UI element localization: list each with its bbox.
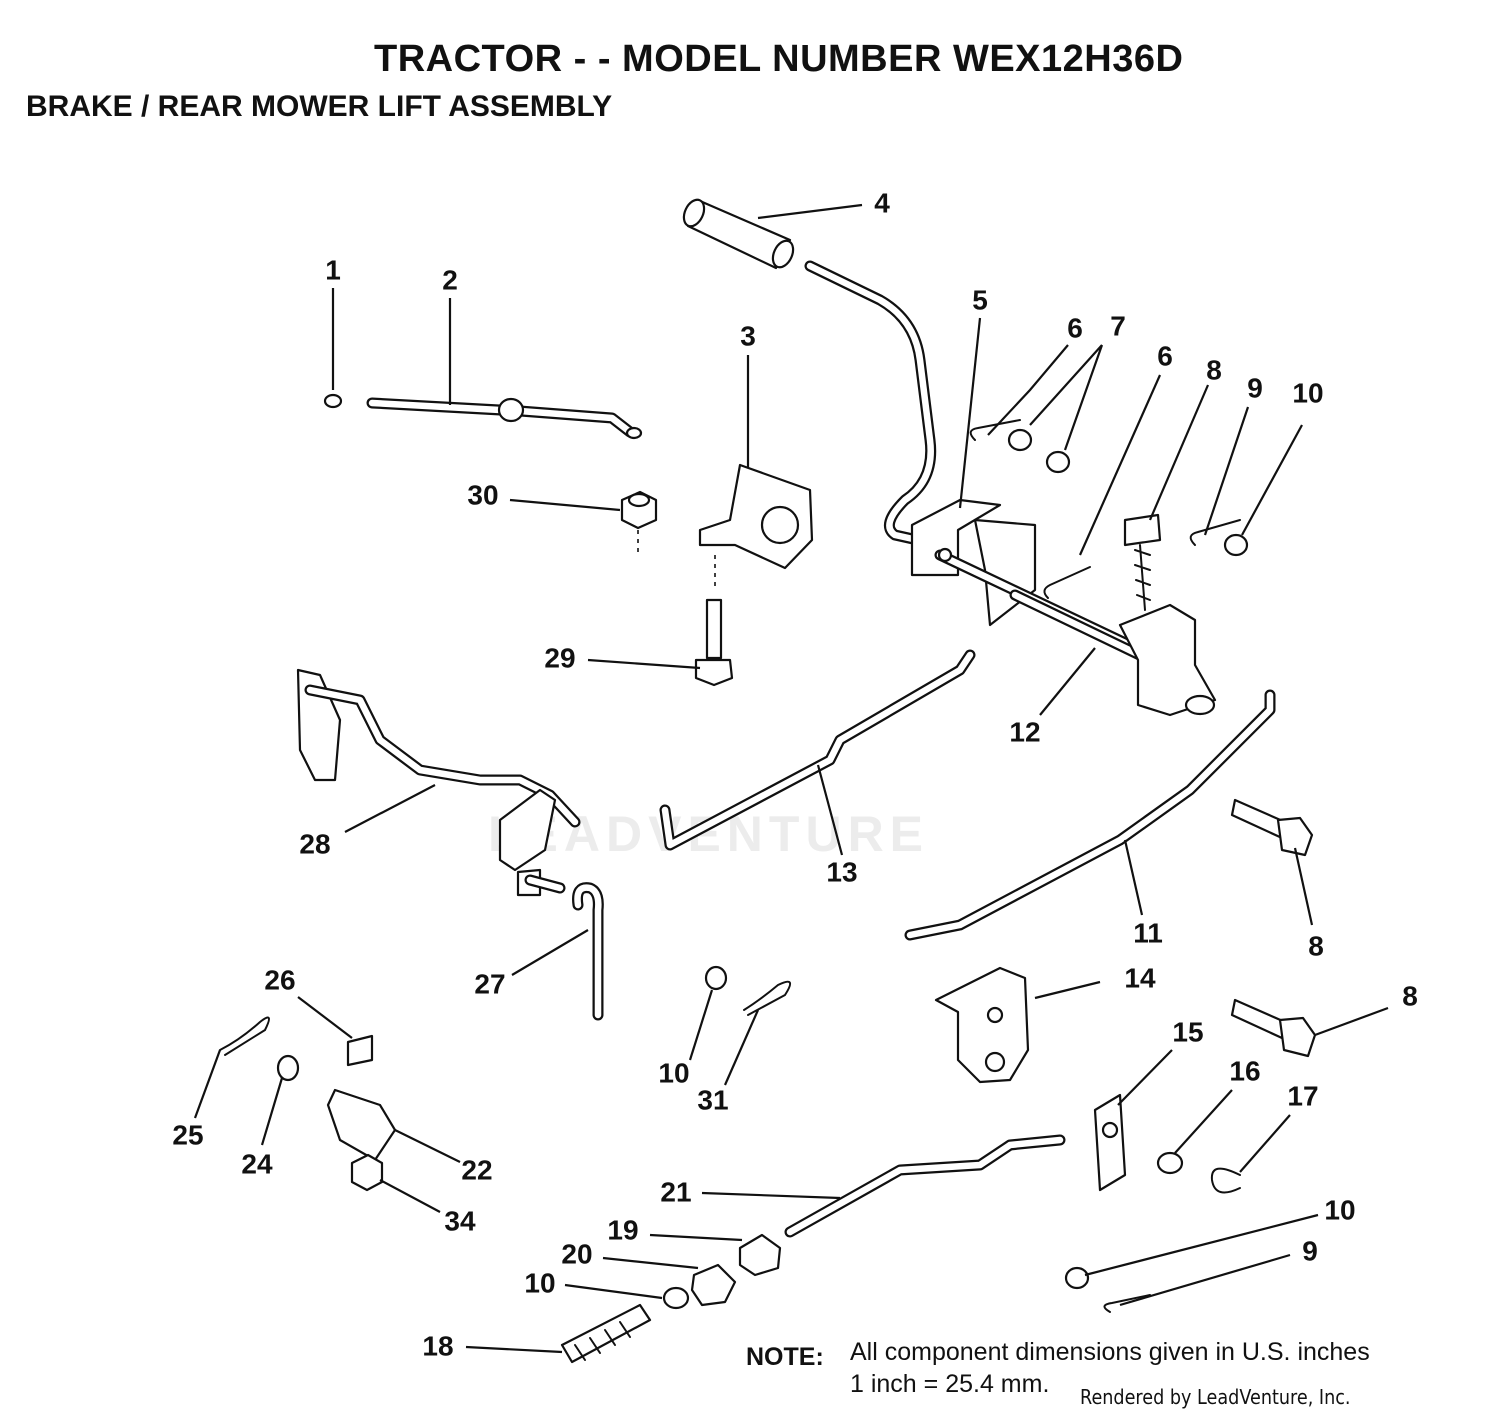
callout-19: 19 — [607, 1214, 638, 1245]
part-14-bracket — [934, 966, 1030, 1084]
callout-8b: 8 — [1308, 930, 1324, 961]
callout-30: 30 — [467, 479, 498, 510]
callout-6: 6 — [1067, 312, 1083, 343]
middle-hardware — [704, 965, 792, 1016]
part-3-bracket — [698, 463, 814, 590]
callout-12: 12 — [1009, 716, 1040, 747]
part-15-16-17 — [1093, 1093, 1241, 1194]
callout-14: 14 — [1124, 962, 1156, 993]
part-8-bolts — [1230, 798, 1317, 1058]
callout-9: 9 — [1247, 372, 1263, 403]
callout-26: 26 — [264, 964, 295, 995]
part-5-12-lift-lever-shaft — [804, 260, 1217, 717]
callout-2: 2 — [442, 264, 458, 295]
callout-4: 4 — [874, 187, 890, 218]
part-29-bolt — [694, 598, 734, 687]
note-text-line1: All component dimensions given in U.S. i… — [850, 1338, 1370, 1366]
part-11-rod — [904, 689, 1276, 941]
bottom-right-hardware — [1064, 1266, 1151, 1313]
part-4-handle-grip — [682, 198, 795, 270]
note-label: NOTE: — [746, 1343, 824, 1371]
part-21-adjusting-rod — [784, 1134, 1066, 1238]
callout-1: 1 — [325, 254, 341, 285]
callout-18: 18 — [422, 1330, 453, 1361]
callout-16: 16 — [1229, 1055, 1260, 1086]
callout-28: 28 — [299, 828, 330, 859]
render-credit: Rendered by LeadVenture, Inc. — [1080, 1385, 1351, 1409]
callout-9b: 9 — [1302, 1235, 1318, 1266]
top-right-hardware — [969, 419, 1249, 611]
callout-7: 7 — [1110, 310, 1126, 341]
callout-numbers: 1 2 3 4 5 6 7 6 8 9 10 30 29 12 28 13 11… — [172, 187, 1417, 1361]
note-text-line2: 1 inch = 25.4 mm. — [850, 1370, 1050, 1398]
watermark: LEADVENTURE — [488, 806, 930, 862]
part-30-lock-nut — [620, 490, 658, 555]
callout-10c: 10 — [1324, 1194, 1355, 1225]
callout-10d: 10 — [524, 1267, 555, 1298]
callout-13: 13 — [826, 856, 857, 887]
callout-17: 17 — [1287, 1080, 1318, 1111]
callout-20: 20 — [561, 1238, 592, 1269]
part-1-pin — [323, 393, 343, 409]
callout-25: 25 — [172, 1119, 203, 1150]
page-title: TRACTOR - - MODEL NUMBER WEX12H36D — [374, 38, 1184, 80]
callout-5: 5 — [972, 284, 988, 315]
callout-6b: 6 — [1157, 340, 1173, 371]
part-13-rod — [659, 649, 976, 851]
callout-29: 29 — [544, 642, 575, 673]
callout-22: 22 — [461, 1154, 492, 1185]
page-subtitle: BRAKE / REAR MOWER LIFT ASSEMBLY — [26, 90, 613, 123]
callout-8: 8 — [1206, 354, 1222, 385]
callout-8c: 8 — [1402, 980, 1418, 1011]
callout-11: 11 — [1133, 917, 1163, 948]
part-28-lift-shaft — [296, 668, 581, 897]
callout-3: 3 — [740, 320, 756, 351]
leader-lines — [193, 203, 1389, 1354]
callout-34: 34 — [444, 1205, 476, 1236]
callout-15: 15 — [1172, 1016, 1203, 1047]
callout-10: 10 — [1292, 377, 1323, 408]
callout-24: 24 — [241, 1148, 273, 1179]
bottom-stack-hardware — [560, 1233, 782, 1364]
callout-21: 21 — [660, 1176, 691, 1207]
callout-31: 31 — [697, 1084, 728, 1115]
callout-27: 27 — [474, 968, 505, 999]
callout-10b: 10 — [658, 1057, 689, 1088]
part-2-brake-rod — [366, 397, 643, 440]
part-27-eye-bolt — [572, 882, 604, 1021]
